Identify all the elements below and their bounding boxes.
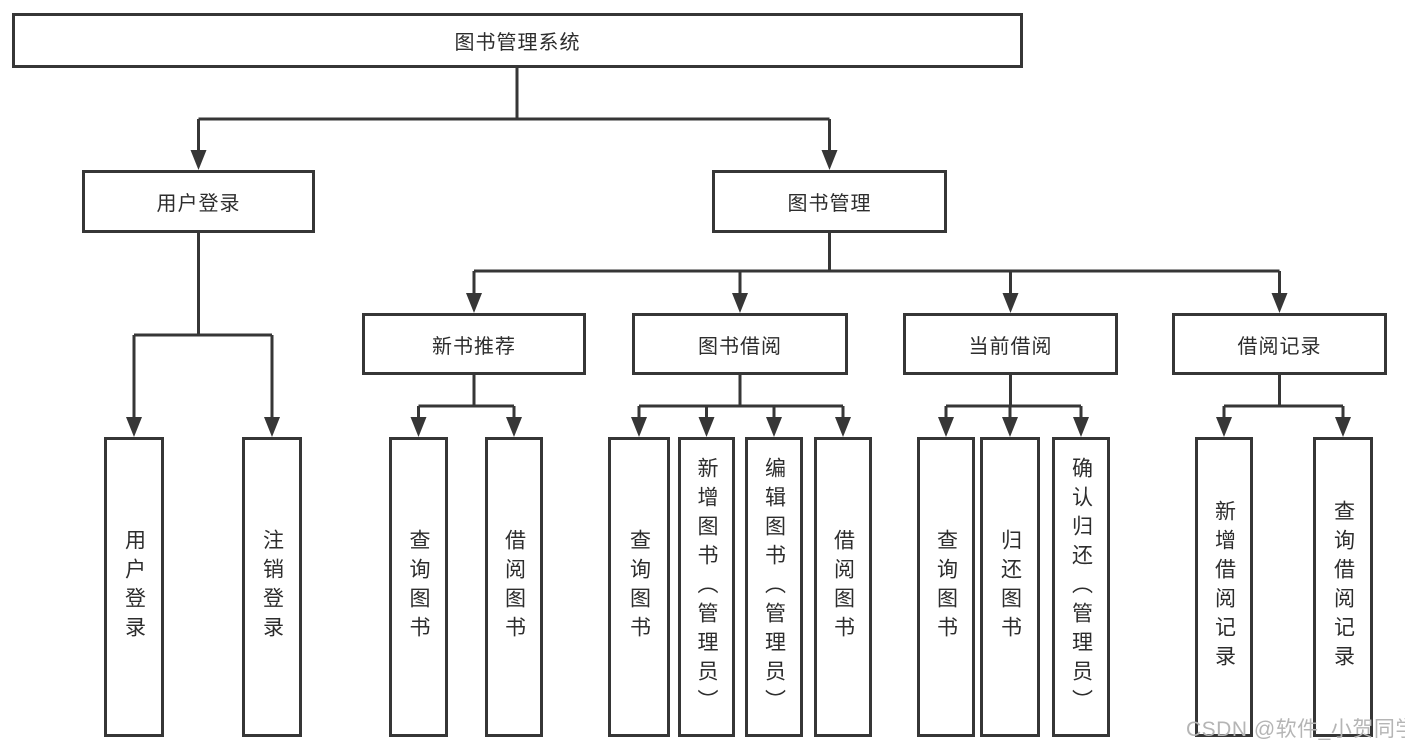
leaf-add-borrow-record: 新增借阅记录 <box>1195 437 1253 737</box>
connector-book-management <box>466 233 1288 313</box>
node-library-system: 图书管理系统 <box>12 13 1023 68</box>
leaf-query-books-recommend-label: 查询图书 <box>407 529 430 645</box>
connector-root <box>190 68 838 170</box>
node-borrowing-records: 借阅记录 <box>1172 313 1387 375</box>
leaf-logout-label: 注销登录 <box>260 529 284 645</box>
node-borrowing-records-label: 借阅记录 <box>1237 335 1322 358</box>
leaf-borrow-books-recommend-label: 借阅图书 <box>502 529 526 645</box>
leaf-add-borrow-record-label: 新增借阅记录 <box>1212 500 1236 674</box>
connector-book-borrowing <box>631 375 851 437</box>
node-user-login: 用户登录 <box>82 170 315 233</box>
leaf-query-books-borrowing-label: 查询图书 <box>627 529 651 645</box>
connector-user-login <box>126 233 280 437</box>
leaf-user-login-label: 用户登录 <box>122 529 146 645</box>
node-current-borrowing: 当前借阅 <box>903 313 1118 375</box>
leaf-query-books-borrowing: 查询图书 <box>608 437 670 737</box>
csdn-watermark: CSDN @软件_小贺同学 <box>1186 718 1405 741</box>
leaf-user-login: 用户登录 <box>104 437 164 737</box>
node-book-borrowing: 图书借阅 <box>632 313 848 375</box>
connector-current-borrowing <box>938 375 1089 437</box>
connector-new-book-recommend <box>410 375 522 437</box>
leaf-edit-book-admin: 编辑图书（管理员） <box>745 437 803 737</box>
leaf-query-borrow-record: 查询借阅记录 <box>1313 437 1373 737</box>
node-book-management: 图书管理 <box>712 170 947 233</box>
leaf-return-books-label: 归还图书 <box>998 529 1022 645</box>
leaf-query-books-current: 查询图书 <box>917 437 975 737</box>
leaf-add-book-admin: 新增图书（管理员） <box>678 437 735 737</box>
node-book-management-label: 图书管理 <box>787 193 872 215</box>
node-current-borrowing-label: 当前借阅 <box>968 335 1053 358</box>
leaf-edit-book-admin-label: 编辑图书（管理员） <box>762 456 786 718</box>
node-book-borrowing-label: 图书借阅 <box>698 335 782 358</box>
leaf-confirm-return-admin: 确认归还（管理员） <box>1052 437 1110 737</box>
node-library-system-label: 图书管理系统 <box>454 32 581 54</box>
leaf-borrow-books-recommend: 借阅图书 <box>485 437 543 737</box>
leaf-add-book-admin-label: 新增图书（管理员） <box>695 456 718 718</box>
leaf-logout: 注销登录 <box>242 437 302 737</box>
leaf-query-books-recommend: 查询图书 <box>389 437 448 737</box>
leaf-query-books-current-label: 查询图书 <box>934 529 958 645</box>
leaf-borrow-books-borrowing: 借阅图书 <box>814 437 872 737</box>
node-new-book-recommend: 新书推荐 <box>362 313 586 375</box>
leaf-return-books: 归还图书 <box>980 437 1040 737</box>
node-new-book-recommend-label: 新书推荐 <box>432 335 516 358</box>
leaf-confirm-return-admin-label: 确认归还（管理员） <box>1069 456 1093 718</box>
node-user-login-label: 用户登录 <box>156 193 241 215</box>
leaf-query-borrow-record-label: 查询借阅记录 <box>1331 500 1355 674</box>
connector-borrowing-records <box>1216 375 1351 437</box>
leaf-borrow-books-borrowing-label: 借阅图书 <box>831 529 855 645</box>
